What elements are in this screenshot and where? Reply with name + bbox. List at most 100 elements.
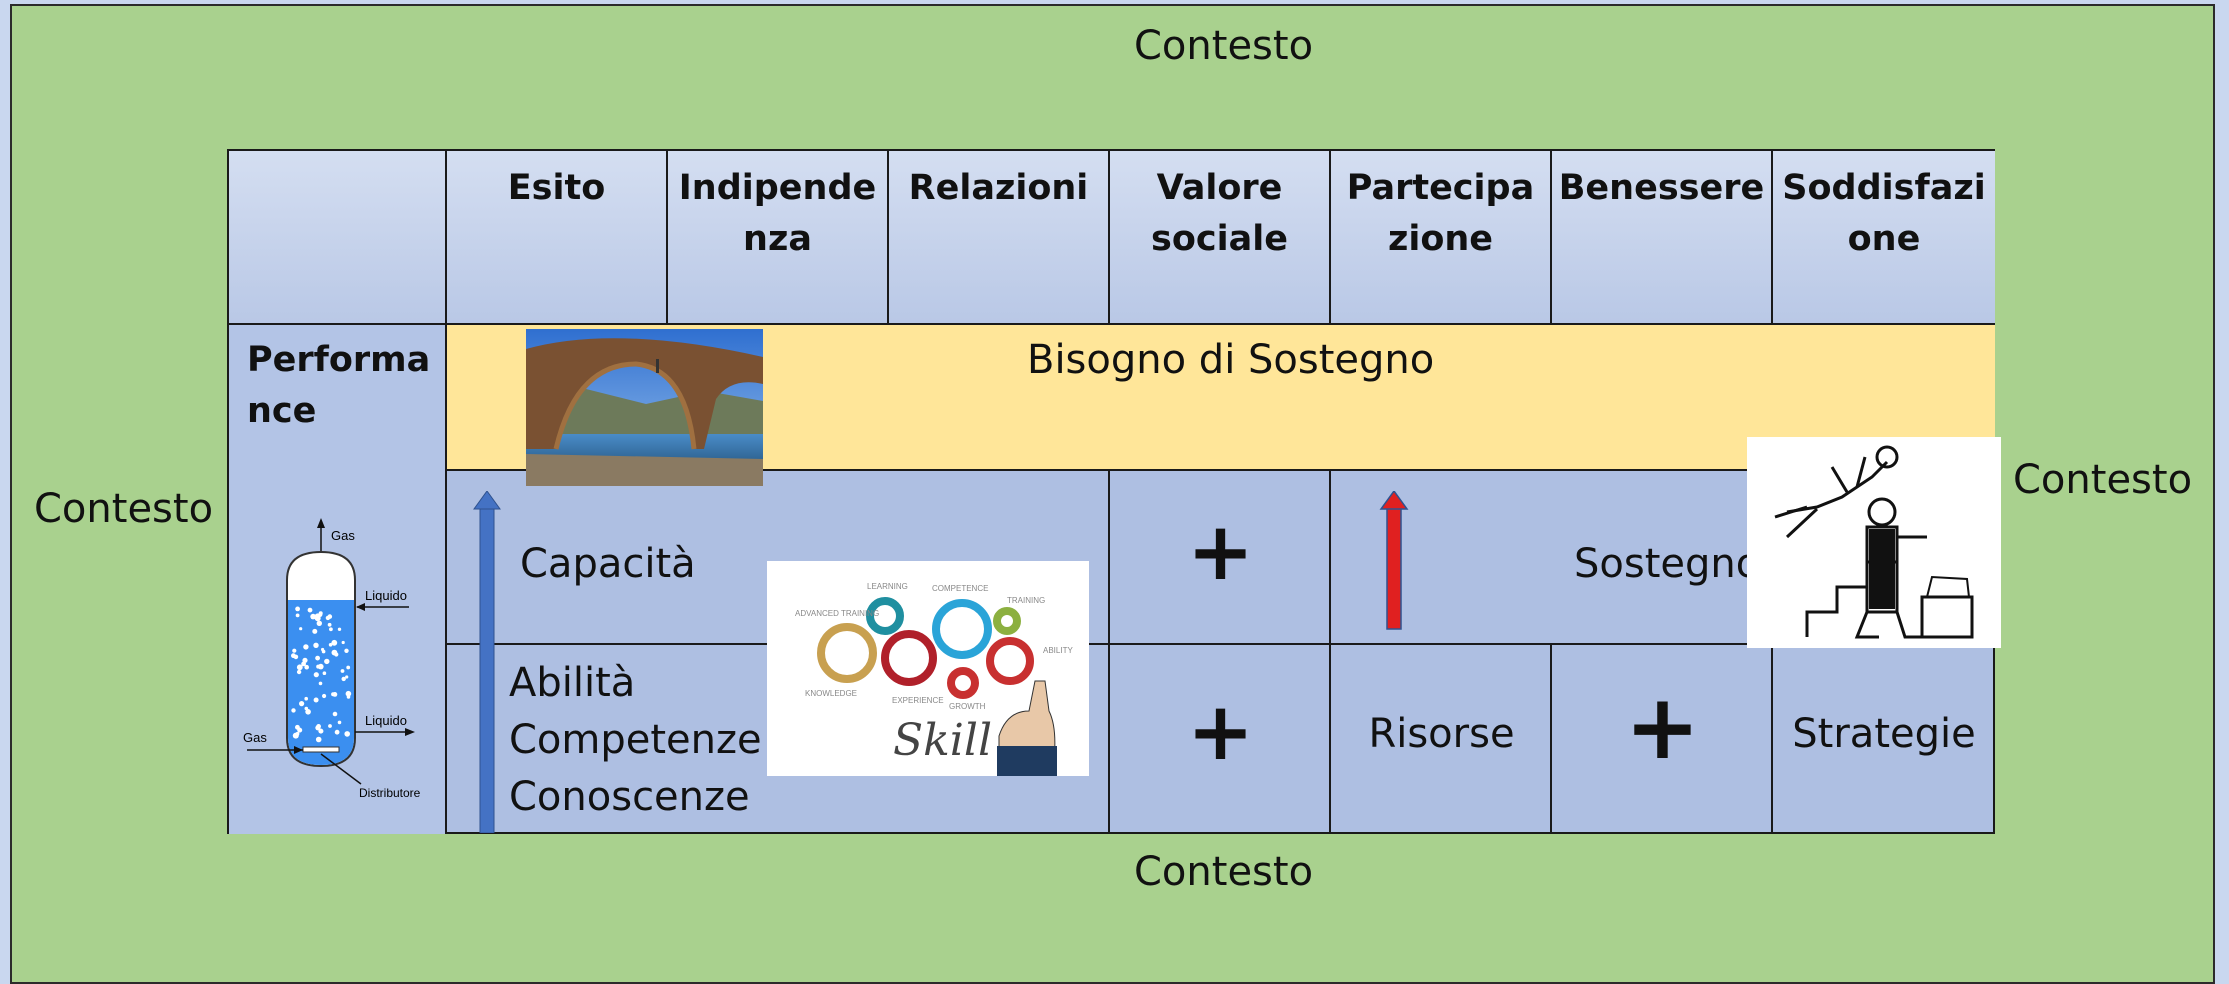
label-distributore: Distributore bbox=[359, 786, 421, 800]
bubble-dot bbox=[295, 606, 300, 612]
bubble-dot bbox=[312, 628, 318, 634]
header-relazioni: Relazioni bbox=[889, 151, 1110, 325]
context-label-bottom: Contesto bbox=[1134, 849, 1314, 895]
bubble-dot bbox=[329, 627, 333, 632]
bubble-dot bbox=[313, 697, 319, 703]
resources-cell: Risorse bbox=[1331, 645, 1552, 834]
bubble-dot bbox=[295, 613, 300, 618]
context-label-top: Contesto bbox=[1134, 23, 1314, 69]
skills-cell: Abilità Competenze Conoscenze bbox=[447, 645, 1110, 834]
context-label-left: Contesto bbox=[34, 486, 214, 532]
bubble-dot bbox=[296, 669, 302, 675]
bubble-dot bbox=[291, 708, 296, 713]
label-gas-top: Gas bbox=[331, 528, 355, 543]
bubble-dot bbox=[315, 655, 320, 661]
bubble-dot bbox=[324, 658, 330, 665]
svg-text:LEARNING: LEARNING bbox=[867, 582, 908, 591]
bubble-dot bbox=[337, 627, 342, 631]
bubble-dot bbox=[295, 731, 300, 736]
strategies-label: Strategie bbox=[1792, 711, 1976, 757]
support-need-label: Bisogno di Sostegno bbox=[1027, 337, 1435, 383]
svg-text:ABILITY: ABILITY bbox=[1043, 646, 1073, 655]
bubble-dot bbox=[316, 620, 322, 626]
falling-cartoon-image bbox=[1747, 437, 2001, 648]
bubble-dot bbox=[331, 639, 338, 646]
skill-abilita: Abilità bbox=[509, 660, 636, 706]
bubble-dot bbox=[313, 642, 319, 648]
header-soddisfazione: Soddisfazi one bbox=[1773, 151, 1995, 325]
bubble-dot bbox=[315, 736, 322, 743]
bubble-dot bbox=[299, 701, 305, 707]
bubble-dot bbox=[305, 709, 311, 715]
svg-text:ADVANCED TRAINING: ADVANCED TRAINING bbox=[795, 609, 879, 618]
support-label: Sostegno bbox=[1574, 541, 1761, 587]
bubble-dot bbox=[345, 675, 349, 679]
bubble-dot bbox=[303, 644, 309, 650]
skill-competenze: Competenze bbox=[509, 717, 762, 763]
bubble-dot bbox=[304, 664, 309, 670]
svg-text:EXPERIENCE: EXPERIENCE bbox=[892, 696, 944, 705]
bubble-dot bbox=[345, 690, 352, 697]
header-partecipazione: Partecipa zione bbox=[1331, 151, 1552, 325]
svg-text:COMPETENCE: COMPETENCE bbox=[932, 584, 988, 593]
bubble-dot bbox=[344, 648, 349, 653]
strategies-cell: Strategie bbox=[1773, 645, 1995, 834]
performance-label: Performa nce bbox=[247, 340, 431, 431]
bubble-dot bbox=[292, 648, 297, 653]
bubble-dot bbox=[331, 692, 336, 697]
bubble-dot bbox=[293, 654, 299, 660]
label-liquido-out: Liquido bbox=[365, 713, 407, 728]
bubble-dot bbox=[313, 672, 319, 678]
performance-cell: Performa nce Gas Liquido Liquido Gas Dis… bbox=[229, 325, 447, 834]
capacity-label: Capacità bbox=[520, 541, 696, 587]
bubble-dot bbox=[321, 647, 325, 652]
bubble-dot bbox=[310, 613, 316, 620]
corner-cell bbox=[229, 151, 447, 325]
bubble-dot bbox=[304, 696, 308, 701]
skill-gears-image: ADVANCED TRAINING LEARNING COMPETENCE TR… bbox=[767, 561, 1089, 776]
bubble-dot bbox=[344, 731, 350, 737]
svg-text:TRAINING: TRAINING bbox=[1007, 596, 1045, 605]
plus-cell-bold: + bbox=[1552, 645, 1773, 834]
bubble-dot bbox=[322, 693, 327, 699]
label-liquido-in: Liquido bbox=[365, 588, 407, 603]
context-label-right: Contesto bbox=[2013, 457, 2193, 503]
bubble-dot bbox=[341, 640, 345, 645]
bridge-photo bbox=[526, 329, 763, 486]
skill-conoscenze: Conoscenze bbox=[509, 774, 750, 820]
bubble-dot bbox=[328, 724, 332, 728]
bubble-dot bbox=[299, 627, 303, 631]
skill-word: Skill bbox=[893, 715, 992, 766]
blue-up-arrow-icon bbox=[473, 491, 501, 833]
bubble-dot bbox=[341, 676, 346, 682]
plus-cell-top: + bbox=[1110, 471, 1331, 645]
bubble-dot bbox=[332, 711, 338, 717]
plus-sign-top: + bbox=[1186, 505, 1255, 598]
svg-text:KNOWLEDGE: KNOWLEDGE bbox=[805, 689, 857, 698]
bubble-dot bbox=[296, 664, 303, 671]
bubble-dot bbox=[327, 622, 332, 627]
plus-sign-bold: + bbox=[1624, 675, 1701, 780]
support-cell: Sostegno bbox=[1331, 471, 1995, 645]
svg-text:GROWTH: GROWTH bbox=[949, 702, 986, 711]
bubble-dot bbox=[325, 615, 331, 621]
bubble-dot bbox=[314, 613, 321, 620]
plus-sign-bottom: + bbox=[1186, 685, 1255, 778]
bubble-dot bbox=[316, 664, 321, 669]
red-up-arrow-icon bbox=[1379, 491, 1409, 630]
plus-cell-bottom: + bbox=[1110, 645, 1331, 834]
header-esito: Esito bbox=[447, 151, 668, 325]
bubble-dot bbox=[307, 607, 313, 613]
bubble-dot bbox=[315, 725, 321, 731]
resources-label: Risorse bbox=[1368, 711, 1515, 757]
bubble-dot bbox=[328, 643, 333, 647]
bubble-column-diagram: Gas Liquido Liquido Gas Distributore bbox=[243, 518, 421, 800]
bubble-dot bbox=[302, 657, 308, 663]
bubble-dot bbox=[331, 649, 338, 656]
bubble-dot bbox=[340, 669, 345, 673]
bubble-dot bbox=[322, 671, 327, 675]
skills-list: Abilità Competenze Conoscenze bbox=[509, 655, 762, 826]
header-benessere: Benessere bbox=[1552, 151, 1773, 325]
bubble-dot bbox=[334, 729, 340, 735]
bubble-dot bbox=[297, 727, 303, 733]
